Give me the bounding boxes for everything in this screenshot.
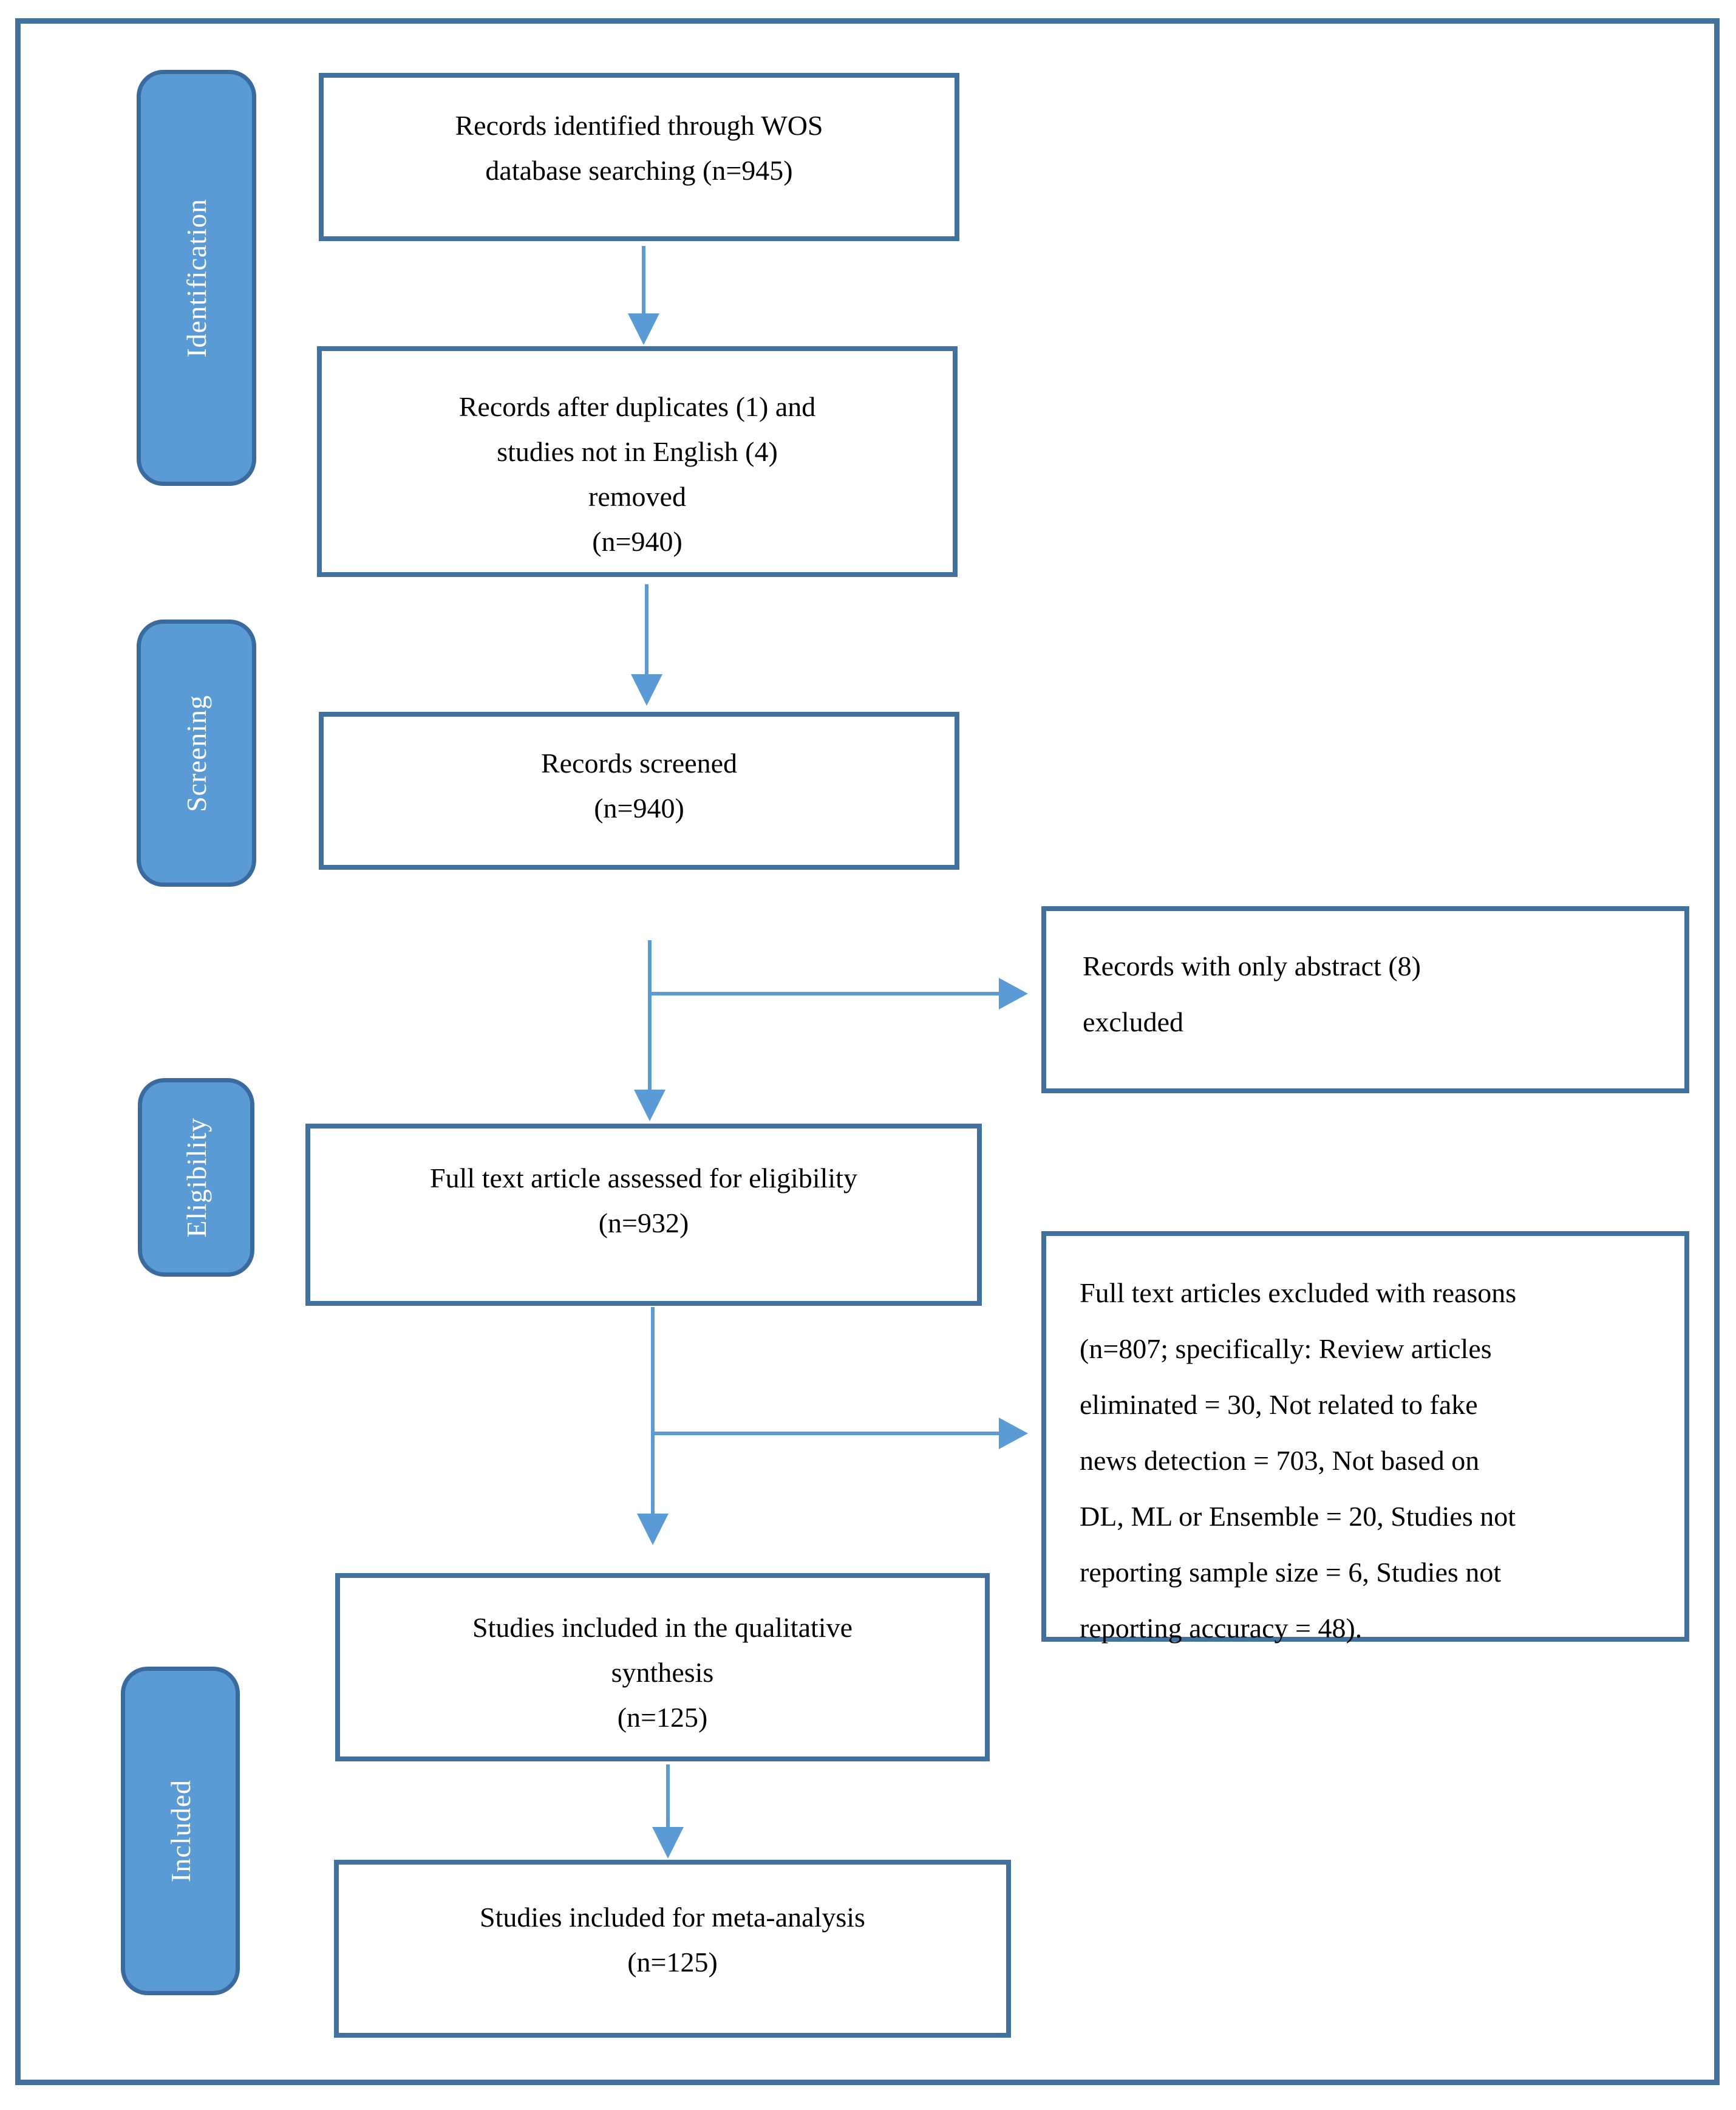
- arrow-qualitative-to-meta-head: [652, 1827, 684, 1859]
- stage-screening: Screening: [137, 620, 256, 887]
- arrow-screened-to-fulltext-shaft: [648, 940, 652, 1091]
- stage-included: Included: [121, 1667, 240, 1995]
- arrow-fulltext-to-qualitative-shaft: [651, 1307, 655, 1515]
- box-records-deduplicated: Records after duplicates (1) and studies…: [317, 346, 958, 577]
- stage-identification: Identification: [137, 70, 256, 486]
- box-excluded-abstract-text: Records with only abstract (8) excluded: [1083, 951, 1421, 1037]
- stage-eligibility-label: Eligibility: [180, 1117, 212, 1238]
- arrow-screened-to-fulltext-head: [634, 1090, 665, 1121]
- arrow-qualitative-to-meta-shaft: [666, 1764, 670, 1828]
- arrow-branch-excluded-fulltext-shaft: [653, 1432, 1000, 1435]
- arrow-branch-excluded-fulltext-head: [999, 1418, 1028, 1449]
- box-records-identified-text: Records identified through WOS database …: [455, 110, 823, 186]
- box-meta-analysis: Studies included for meta-analysis (n=12…: [334, 1860, 1011, 2038]
- box-records-deduplicated-text: Records after duplicates (1) and studies…: [458, 391, 816, 557]
- stage-included-label: Included: [165, 1780, 196, 1882]
- box-meta-analysis-text: Studies included for meta-analysis (n=12…: [480, 1902, 865, 1978]
- arrow-deduplicated-to-screened-shaft: [645, 584, 648, 675]
- box-fulltext-assessed: Full text article assessed for eligibili…: [305, 1124, 982, 1306]
- diagram-outer-border: [15, 18, 1720, 2085]
- arrow-fulltext-to-qualitative-head: [637, 1514, 669, 1545]
- arrow-identified-to-deduplicated-head: [628, 313, 659, 345]
- arrow-deduplicated-to-screened-head: [631, 674, 662, 706]
- box-records-screened-text: Records screened (n=940): [540, 748, 738, 824]
- box-excluded-fulltext: Full text articles excluded with reasons…: [1041, 1231, 1689, 1644]
- arrow-branch-excluded-abstract-shaft: [650, 992, 1000, 995]
- box-fulltext-assessed-text: Full text article assessed for eligibili…: [430, 1163, 857, 1238]
- stage-screening-label: Screening: [181, 694, 212, 812]
- stage-identification-label: Identification: [181, 198, 212, 358]
- arrow-branch-excluded-abstract-head: [999, 978, 1028, 1009]
- arrow-identified-to-deduplicated-shaft: [642, 246, 645, 316]
- box-excluded-abstract: Records with only abstract (8) excluded: [1041, 906, 1689, 1093]
- box-excluded-fulltext-text: Full text articles excluded with reasons…: [1080, 1277, 1517, 1644]
- box-qualitative-synthesis-text: Studies included in the qualitative synt…: [472, 1612, 853, 1733]
- stage-eligibility: Eligibility: [138, 1078, 254, 1277]
- box-records-screened: Records screened (n=940): [319, 712, 959, 870]
- box-qualitative-synthesis: Studies included in the qualitative synt…: [335, 1573, 990, 1761]
- box-records-identified: Records identified through WOS database …: [319, 73, 959, 241]
